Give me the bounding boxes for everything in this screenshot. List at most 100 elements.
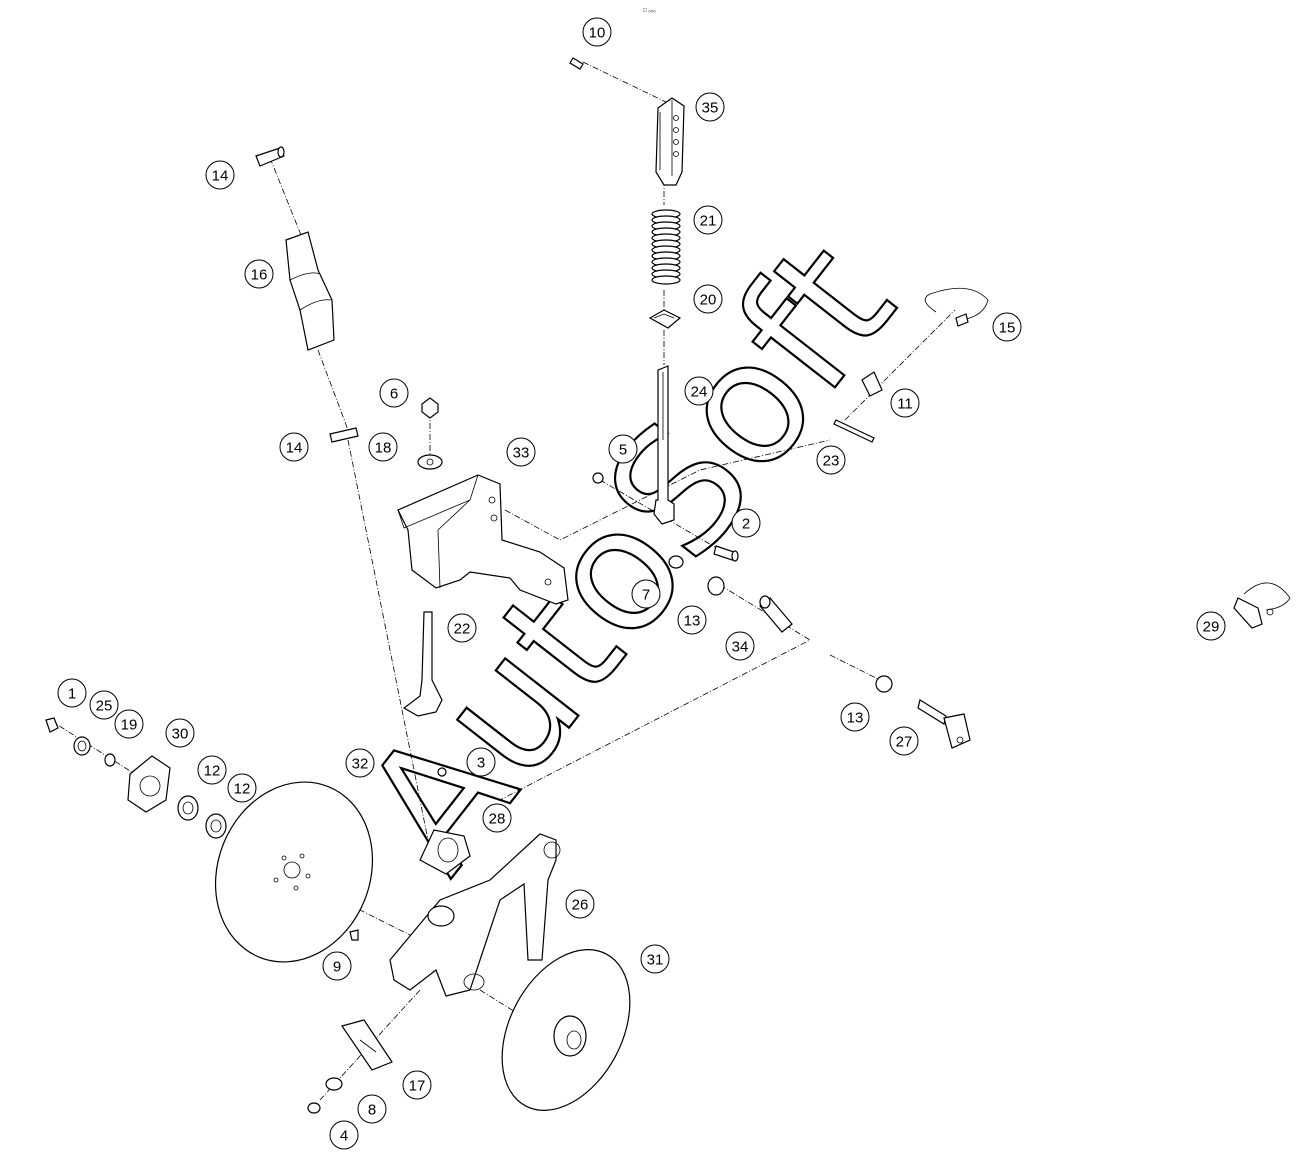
svg-text:3: 3 <box>477 755 485 772</box>
svg-text:6: 6 <box>390 386 398 403</box>
callout-25: 25 <box>89 690 119 720</box>
svg-text:30: 30 <box>172 726 189 743</box>
svg-text:24: 24 <box>691 384 708 401</box>
callout-30: 30 <box>165 718 195 748</box>
svg-text:11: 11 <box>897 396 913 413</box>
callout-5: 5 <box>608 434 638 464</box>
nut-4 <box>307 1102 321 1114</box>
cup-20 <box>648 309 682 329</box>
svg-text:33: 33 <box>513 445 530 462</box>
svg-text:5: 5 <box>619 442 627 459</box>
callout-23: 23 <box>816 445 846 475</box>
svg-text:22: 22 <box>454 621 471 638</box>
callout-14: 14 <box>279 432 309 462</box>
frame-26 <box>389 833 561 997</box>
callout-35: 35 <box>695 92 725 122</box>
svg-text:32: 32 <box>352 756 369 773</box>
svg-text:13: 13 <box>684 613 701 630</box>
callout-10: 10 <box>582 17 612 47</box>
callout-31: 31 <box>640 944 670 974</box>
svg-text:13: 13 <box>847 710 864 727</box>
svg-text:20: 20 <box>700 292 717 309</box>
svg-text:12: 12 <box>204 763 221 780</box>
spring-21 <box>651 209 681 285</box>
pin-23 <box>833 419 875 443</box>
svg-text:34: 34 <box>732 639 749 656</box>
svg-text:4: 4 <box>340 1128 348 1145</box>
disc-32 <box>214 781 374 963</box>
washer-18 <box>417 454 443 470</box>
lynch-pin-29 <box>1233 582 1291 629</box>
screw-9 <box>349 929 359 941</box>
callout-15: 15 <box>992 312 1022 342</box>
callout-7: 7 <box>631 579 661 609</box>
hose-16 <box>285 231 335 351</box>
callout-16: 16 <box>244 259 274 289</box>
callout-14: 14 <box>205 160 235 190</box>
callout-11: 11 <box>890 388 920 418</box>
callout-34: 34 <box>725 631 755 661</box>
svg-text:14: 14 <box>286 440 303 457</box>
disc-31 <box>501 949 631 1111</box>
nut-3 <box>437 767 447 777</box>
nut-5 <box>592 472 604 484</box>
nut-7 <box>668 555 684 569</box>
bushing-14-top <box>255 146 285 167</box>
svg-text:19: 19 <box>121 717 138 734</box>
callout-2: 2 <box>731 508 761 538</box>
svg-text:12: 12 <box>234 781 251 798</box>
svg-text:21: 21 <box>700 213 717 230</box>
callout-29: 29 <box>1196 611 1226 641</box>
bearing-12-b <box>205 813 227 839</box>
svg-text:25: 25 <box>96 698 113 715</box>
callout-18: 18 <box>368 432 398 462</box>
hub-flange-30 <box>127 755 171 813</box>
bearing-12-a <box>177 795 199 821</box>
callout-9: 9 <box>322 951 352 981</box>
hook-22 <box>402 611 443 717</box>
pin-14-middle <box>329 427 359 443</box>
bolt-2 <box>713 545 739 562</box>
callout-17: 17 <box>402 1070 432 1100</box>
svg-text:17: 17 <box>409 1078 426 1095</box>
header-mark: □ ₀₀₀ <box>643 8 656 14</box>
rod-24 <box>653 365 675 525</box>
clip-15 <box>924 287 989 327</box>
callout-12: 12 <box>227 773 257 803</box>
svg-text:27: 27 <box>896 734 913 751</box>
svg-text:16: 16 <box>251 267 268 284</box>
callout-13: 13 <box>677 605 707 635</box>
callout-32: 32 <box>345 748 375 778</box>
svg-text:23: 23 <box>823 453 840 470</box>
svg-text:35: 35 <box>702 100 719 117</box>
svg-text:1: 1 <box>68 686 76 703</box>
bushing-13-b <box>875 675 893 693</box>
bushing-34 <box>759 595 793 633</box>
pin-27 <box>917 699 971 749</box>
svg-text:31: 31 <box>647 952 664 969</box>
callout-13: 13 <box>840 702 870 732</box>
svg-text:2: 2 <box>742 516 750 533</box>
svg-text:26: 26 <box>572 897 589 914</box>
bolt-1 <box>45 717 59 733</box>
washer-8 <box>325 1077 343 1091</box>
callout-21: 21 <box>693 205 723 235</box>
svg-text:14: 14 <box>212 168 229 185</box>
svg-text:7: 7 <box>642 587 650 604</box>
scraper-17 <box>341 1019 393 1071</box>
washer-19 <box>104 753 116 767</box>
svg-text:10: 10 <box>589 25 606 42</box>
washer-25 <box>73 736 91 756</box>
svg-text:29: 29 <box>1203 619 1220 636</box>
callout-6: 6 <box>379 378 409 408</box>
callout-8: 8 <box>357 1094 387 1124</box>
callout-20: 20 <box>693 284 723 314</box>
bracket-35 <box>655 97 685 186</box>
svg-text:18: 18 <box>375 440 392 457</box>
svg-text:8: 8 <box>368 1102 376 1119</box>
callout-4: 4 <box>329 1120 359 1150</box>
callout-33: 33 <box>506 437 536 467</box>
nut-6 <box>421 397 439 419</box>
svg-text:28: 28 <box>489 811 506 828</box>
